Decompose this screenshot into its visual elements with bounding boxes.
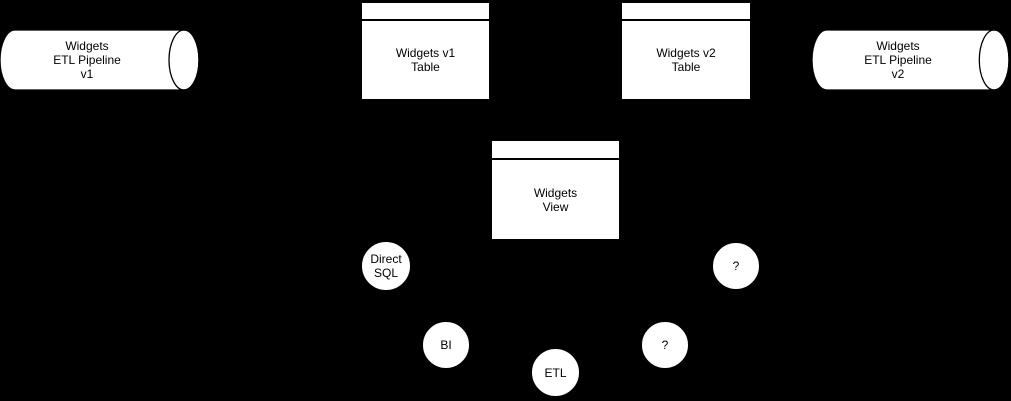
node-label: Direct SQL	[370, 252, 402, 280]
node-widgets-etl-pipeline-v2[interactable]: Widgets ETL Pipeline v2	[812, 29, 1010, 91]
node-label: Widgets v2 Table	[656, 46, 716, 74]
node-unknown-circle-2[interactable]: ?	[712, 242, 760, 290]
table-header-band	[492, 141, 619, 160]
table-header-band	[622, 3, 750, 21]
node-unknown-circle-1[interactable]: ?	[641, 321, 689, 369]
node-label: Widgets View	[533, 185, 578, 214]
node-direct-sql-circle[interactable]: Direct SQL	[361, 241, 411, 291]
node-widgets-view[interactable]: Widgets View	[491, 140, 620, 240]
node-bi-circle[interactable]: BI	[422, 321, 470, 369]
node-label: ETL	[544, 365, 567, 380]
node-label: ?	[732, 259, 740, 273]
node-etl-circle[interactable]: ETL	[531, 348, 580, 397]
node-widgets-etl-pipeline-v1[interactable]: Widgets ETL Pipeline v1	[0, 29, 200, 91]
table-header-band	[362, 3, 489, 21]
node-label: ?	[661, 338, 669, 352]
cylinder-shape	[812, 29, 1010, 91]
node-widgets-v2-table[interactable]: Widgets v2 Table	[621, 2, 751, 100]
node-label: Widgets v1 Table	[395, 46, 456, 74]
node-label: BI	[440, 338, 452, 352]
node-widgets-v1-table[interactable]: Widgets v1 Table	[361, 2, 490, 100]
cylinder-shape	[0, 29, 200, 91]
